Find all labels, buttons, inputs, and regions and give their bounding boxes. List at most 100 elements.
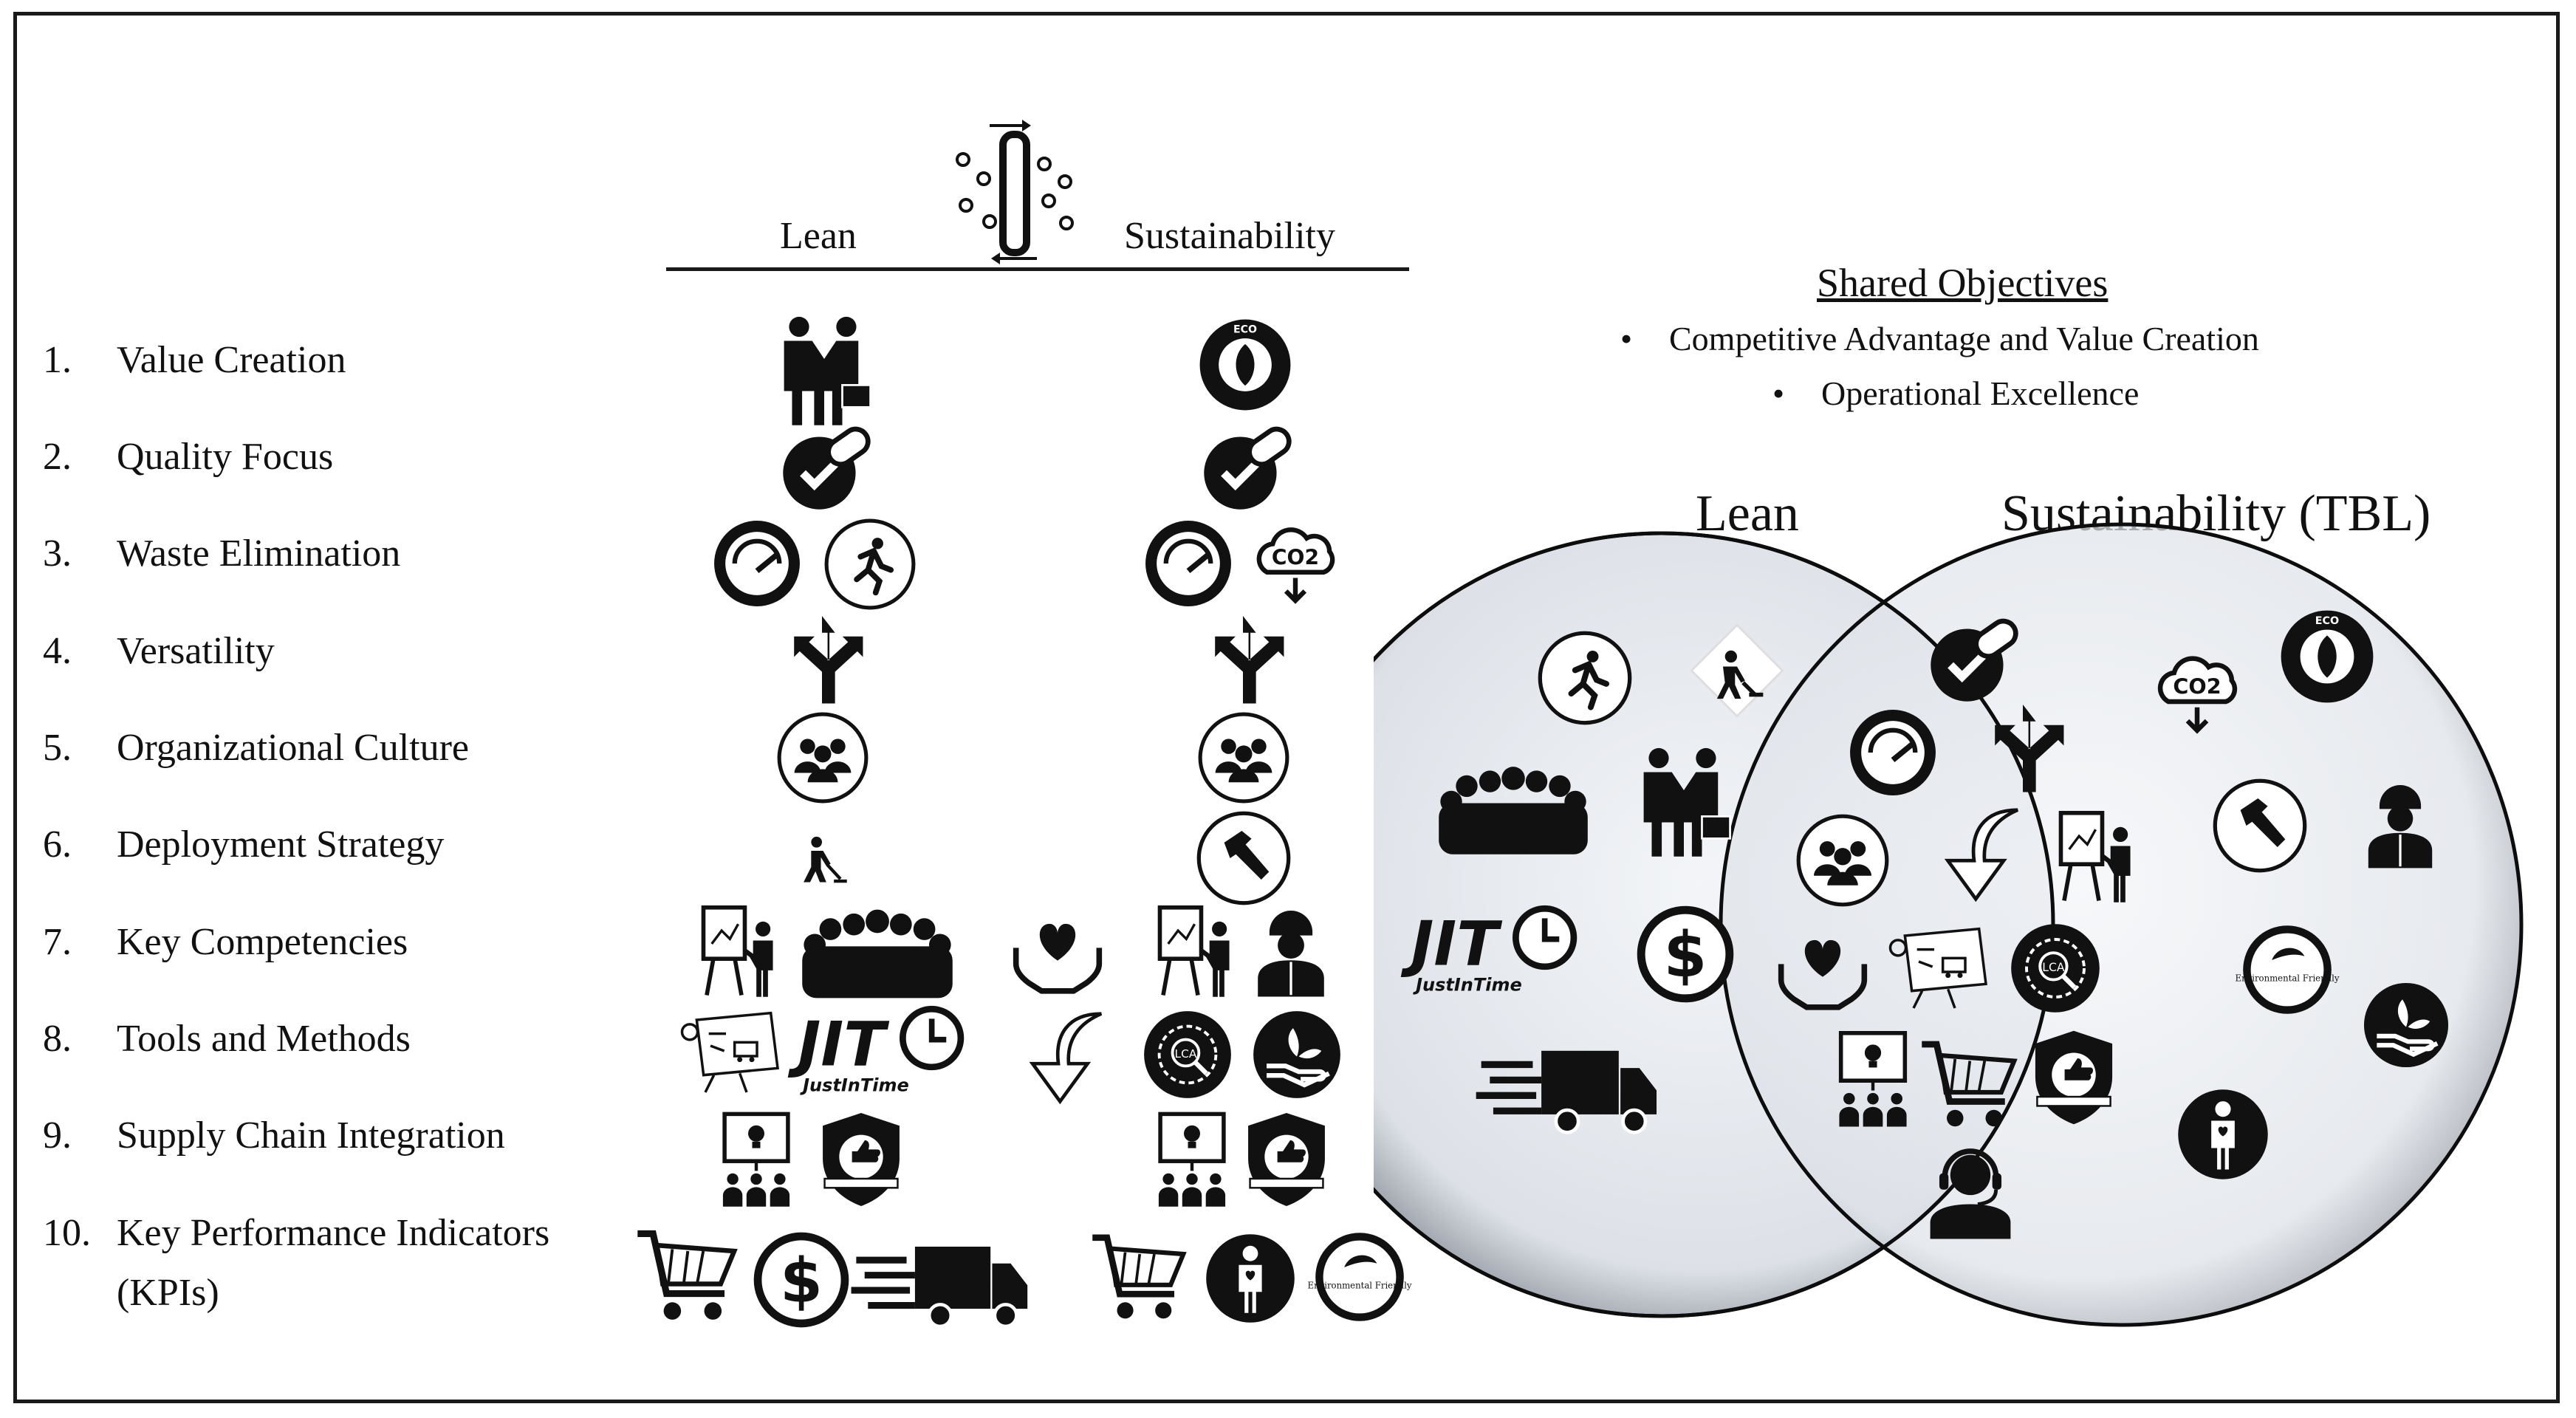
environmental-friendly-label: Environmental Friendly xyxy=(1308,1281,1412,1291)
list-label: Versatility xyxy=(117,630,275,672)
list-number: 6. xyxy=(43,823,72,866)
list-item: 9. Supply Chain Integration xyxy=(43,1106,505,1166)
list-item: 5. Organizational Culture xyxy=(43,719,469,778)
list-number: 8. xyxy=(43,1018,72,1060)
checkmark-badge-icon xyxy=(1931,618,2018,702)
shared-objective-bullet: •Competitive Advantage and Value Creatio… xyxy=(1620,320,2259,357)
team-group-icon xyxy=(1796,814,1889,907)
jit-sub-label: JustInTime xyxy=(800,1075,909,1096)
eco-friendly-product-badge-icon: ECO xyxy=(1199,319,1291,411)
presentation-trainer-icon xyxy=(1157,905,1230,997)
running-person-icon xyxy=(824,518,916,610)
idea-presentation-group-icon xyxy=(722,1112,790,1207)
speedometer-gauge-icon xyxy=(1850,710,1936,795)
bullet-text: Operational Excellence xyxy=(1821,374,2140,412)
shared-objectives-title: Shared Objectives xyxy=(1817,261,2109,305)
split-direction-arrows-icon xyxy=(794,616,863,704)
list-item: 4.Versatility xyxy=(43,622,275,682)
list-item: 3. Waste Elimination xyxy=(43,524,400,584)
speedometer-gauge-icon xyxy=(714,521,800,606)
quality-shield-badge-icon xyxy=(2035,1030,2113,1125)
list-label: Organizational Culture xyxy=(117,727,470,769)
svg-text:ECO: ECO xyxy=(1233,323,1257,335)
handshake-icon xyxy=(784,316,871,425)
dollar-coin-icon: $ xyxy=(753,1232,849,1328)
heart-in-hands-icon xyxy=(1013,923,1103,994)
list-label: Deployment Strategy xyxy=(117,823,445,866)
header-rule xyxy=(666,267,1409,271)
lca-life-cycle-icon: LCA xyxy=(1144,1011,1231,1098)
process-sketch-icon xyxy=(680,1011,779,1093)
list-label: Value Creation xyxy=(117,339,346,381)
curved-down-arrow-icon xyxy=(1944,808,2018,902)
list-number: 1. xyxy=(43,339,72,381)
environmental-friendly-badge-icon: Environmental Friendly xyxy=(1308,1233,1412,1321)
shopping-cart-icon xyxy=(1922,1041,2018,1127)
bidirectional-exchange-icon xyxy=(956,120,1074,264)
co2-cloud-icon: CO2 xyxy=(2157,656,2238,734)
idea-presentation-group-icon xyxy=(1838,1031,1908,1127)
crowd-audience-icon xyxy=(1439,767,1588,854)
list-item: 2. Quality Focus xyxy=(43,428,333,487)
checkmark-badge-icon xyxy=(783,426,871,510)
shopping-cart-icon xyxy=(637,1230,738,1320)
team-group-icon xyxy=(777,712,869,804)
engineer-hardhat-icon xyxy=(2368,785,2433,869)
list-label: Supply Chain Integration xyxy=(117,1114,505,1157)
list-label: Quality Focus xyxy=(117,436,334,478)
handshake-icon xyxy=(1643,747,1731,857)
presentation-trainer-icon xyxy=(2058,810,2131,902)
co2-label: CO2 xyxy=(1272,546,1319,570)
list-label: Tools and Methods xyxy=(117,1018,411,1060)
figure-frame xyxy=(13,12,2560,1403)
dollar-label: $ xyxy=(1664,919,1707,991)
list-item: 6. Deployment Strategy xyxy=(43,815,444,875)
digging-worker-icon xyxy=(804,836,847,883)
presentation-trainer-icon xyxy=(701,905,773,997)
list-label: Key Competencies xyxy=(117,921,408,963)
list-number: 5. xyxy=(43,727,72,769)
list-number: 3. xyxy=(43,532,72,575)
list-item: 10. Key Performance Indicators (KPIs) xyxy=(43,1204,549,1323)
list-label: Key Performance Indicators (KPIs) xyxy=(117,1212,550,1314)
list-number: 9. xyxy=(43,1114,72,1157)
just-in-time-logo-icon: JIT JustInTime xyxy=(1401,905,1578,996)
environmental-friendly-badge-icon: Environmental Friendly xyxy=(2236,925,2340,1014)
eco-friendly-product-badge-icon: ECO xyxy=(2281,610,2374,703)
curved-down-arrow-icon xyxy=(1029,1012,1103,1105)
list-number: 7. xyxy=(43,921,72,963)
venn-sustainability-circle xyxy=(1719,522,2524,1327)
lca-label: LCA xyxy=(2042,961,2065,974)
speedometer-gauge-icon xyxy=(1145,521,1231,606)
split-direction-arrows-icon xyxy=(1215,616,1284,704)
jit-sub-label: JustInTime xyxy=(1413,975,1522,996)
list-number: 2. xyxy=(43,436,72,478)
customer-support-headset-icon xyxy=(1930,1148,2011,1239)
list-item: 7. Key Competencies xyxy=(43,913,408,973)
shared-objective-bullet: •Operational Excellence xyxy=(1772,374,2140,412)
process-sketch-icon xyxy=(1888,927,1987,1009)
person-heart-badge-icon xyxy=(2178,1089,2268,1179)
checkmark-badge-icon xyxy=(1204,426,1292,510)
fast-delivery-truck-icon xyxy=(851,1247,1028,1329)
svg-text:ECO: ECO xyxy=(2315,615,2339,627)
plant-in-hand-icon xyxy=(2363,982,2449,1068)
lca-label: LCA xyxy=(1175,1047,1197,1061)
dollar-label: $ xyxy=(780,1244,823,1316)
list-number: 10. xyxy=(43,1212,91,1254)
venn-left-title: Lean xyxy=(1696,485,1799,542)
hammer-badge-icon xyxy=(2213,778,2307,873)
lean-column-header: Lean xyxy=(780,215,857,257)
lca-life-cycle-icon: LCA xyxy=(2011,924,2100,1013)
list-label: Waste Elimination xyxy=(117,532,401,575)
crowd-audience-icon xyxy=(802,909,953,999)
environmental-friendly-label: Environmental Friendly xyxy=(2236,973,2340,984)
split-direction-arrows-icon xyxy=(1995,705,2064,792)
team-group-icon xyxy=(1198,712,1289,804)
quality-shield-badge-icon xyxy=(823,1112,900,1207)
heart-in-hands-icon xyxy=(1778,939,1868,1010)
jit-label: JIT xyxy=(788,1009,890,1080)
sustainability-column-header: Sustainability xyxy=(1124,215,1335,257)
shopping-cart-icon xyxy=(1092,1234,1187,1319)
engineer-hardhat-icon xyxy=(1258,911,1324,997)
